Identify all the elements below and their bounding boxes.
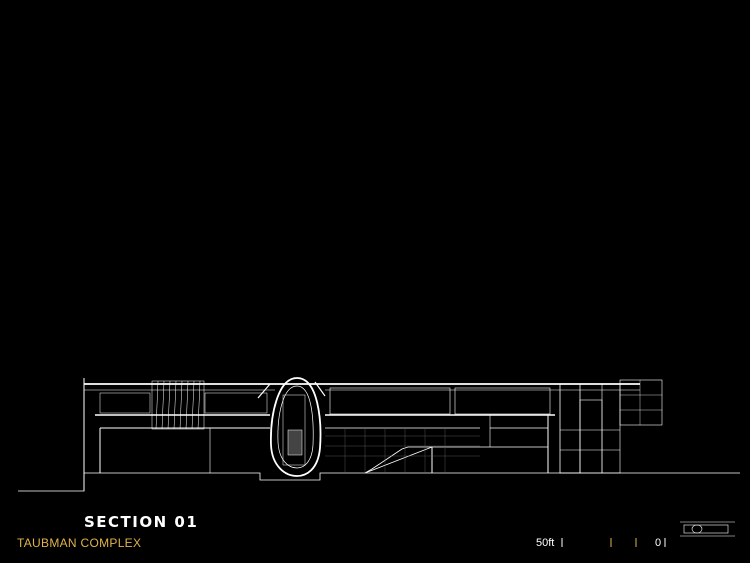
egg-pod bbox=[270, 377, 322, 477]
ground-line bbox=[18, 472, 740, 492]
scale-bar bbox=[561, 538, 666, 547]
project-name: TAUBMAN COMPLEX bbox=[17, 536, 142, 550]
section-title: SECTION 01 bbox=[84, 513, 199, 531]
key-plan-thumbnail bbox=[680, 521, 735, 537]
scale-end-label: 0 bbox=[655, 537, 662, 549]
lattice-screen bbox=[151, 380, 205, 430]
building-section bbox=[83, 377, 663, 491]
stair bbox=[364, 446, 433, 474]
scale-start-label: 50ft bbox=[536, 537, 555, 549]
hall-grid bbox=[325, 428, 480, 473]
